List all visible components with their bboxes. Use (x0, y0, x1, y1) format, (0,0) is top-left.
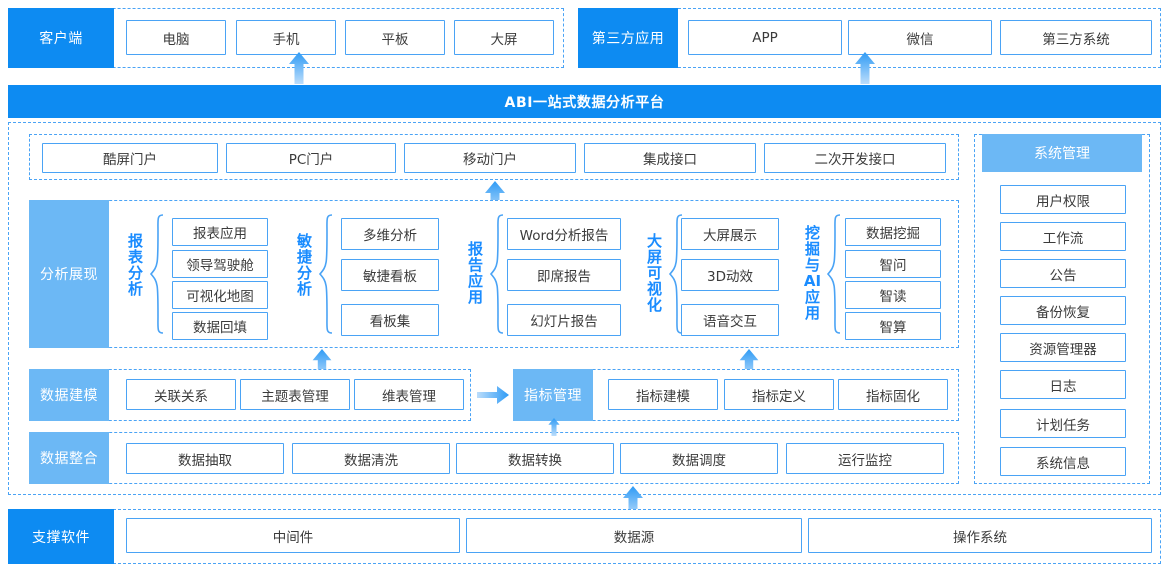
support-item-0[interactable]: 中间件 (126, 518, 460, 553)
metric-item-1[interactable]: 指标定义 (724, 379, 834, 410)
analysis-item-1-1[interactable]: 敏捷看板 (341, 259, 439, 291)
platform-title: ABI一站式数据分析平台 (8, 85, 1161, 118)
brace-0 (150, 214, 164, 334)
modeling-label: 数据建模 (29, 369, 109, 421)
analysis-group-caption-4: 挖掘与AI应用 (803, 224, 822, 322)
client-item-1[interactable]: 手机 (236, 20, 336, 55)
arrow-up-to-analysis-right (739, 349, 759, 379)
support-item-2[interactable]: 操作系统 (808, 518, 1152, 553)
portal-item-3[interactable]: 集成接口 (584, 143, 756, 173)
integration-item-3[interactable]: 数据调度 (620, 443, 778, 474)
arrow-up-to-third-party (855, 52, 875, 84)
client-label: 客户端 (8, 8, 114, 68)
analysis-item-0-2[interactable]: 可视化地图 (172, 281, 268, 309)
modeling-item-1[interactable]: 主题表管理 (240, 379, 350, 410)
analysis-item-0-1[interactable]: 领导驾驶舱 (172, 250, 268, 278)
analysis-item-0-0[interactable]: 报表应用 (172, 218, 268, 246)
system-item-3[interactable]: 备份恢复 (1000, 296, 1126, 325)
client-item-3[interactable]: 大屏 (454, 20, 554, 55)
arrow-up-to-client (289, 52, 309, 84)
analysis-item-2-0[interactable]: Word分析报告 (507, 218, 621, 250)
analysis-item-4-3[interactable]: 智算 (845, 312, 941, 340)
arrow-up-to-portal (485, 181, 505, 213)
analysis-item-2-2[interactable]: 幻灯片报告 (507, 304, 621, 336)
metric-item-2[interactable]: 指标固化 (838, 379, 948, 410)
integration-label: 数据整合 (29, 432, 109, 484)
third-party-item-1[interactable]: 微信 (848, 20, 992, 55)
analysis-item-3-0[interactable]: 大屏展示 (681, 218, 779, 250)
modeling-item-2[interactable]: 维表管理 (354, 379, 464, 410)
arrow-up-to-analysis-left (312, 349, 332, 379)
analysis-item-3-1[interactable]: 3D动效 (681, 259, 779, 291)
analysis-item-1-2[interactable]: 看板集 (341, 304, 439, 336)
system-panel-title: 系统管理 (982, 134, 1142, 172)
client-item-0[interactable]: 电脑 (126, 20, 226, 55)
system-item-0[interactable]: 用户权限 (1000, 185, 1126, 214)
brace-1 (319, 214, 333, 334)
system-item-4[interactable]: 资源管理器 (1000, 333, 1126, 362)
analysis-item-3-2[interactable]: 语音交互 (681, 304, 779, 336)
support-label: 支撑软件 (8, 509, 114, 564)
integration-item-2[interactable]: 数据转换 (456, 443, 614, 474)
integration-item-0[interactable]: 数据抽取 (126, 443, 284, 474)
arrow-up-to-integration (623, 486, 643, 518)
analysis-item-4-2[interactable]: 智读 (845, 281, 941, 309)
portal-item-0[interactable]: 酷屏门户 (42, 143, 218, 173)
analysis-group-caption-0: 报表分析 (127, 232, 143, 298)
integration-item-4[interactable]: 运行监控 (786, 443, 944, 474)
portal-item-1[interactable]: PC门户 (226, 143, 396, 173)
third-party-label: 第三方应用 (578, 8, 678, 68)
client-item-2[interactable]: 平板 (345, 20, 445, 55)
system-item-5[interactable]: 日志 (1000, 370, 1126, 399)
analysis-item-2-1[interactable]: 即席报告 (507, 259, 621, 291)
analysis-group-caption-2: 报告应用 (467, 240, 483, 306)
portal-item-2[interactable]: 移动门户 (404, 143, 576, 173)
system-item-7[interactable]: 系统信息 (1000, 447, 1126, 476)
analysis-item-0-3[interactable]: 数据回填 (172, 312, 268, 340)
modeling-item-0[interactable]: 关联关系 (126, 379, 236, 410)
system-item-6[interactable]: 计划任务 (1000, 409, 1126, 438)
third-party-item-0[interactable]: APP (688, 20, 842, 55)
analysis-item-4-0[interactable]: 数据挖掘 (845, 218, 941, 246)
analysis-group-caption-1: 敏捷分析 (296, 232, 312, 298)
analysis-item-1-0[interactable]: 多维分析 (341, 218, 439, 250)
arrow-right-to-metric (477, 386, 509, 404)
analysis-label: 分析展现 (29, 200, 109, 348)
metric-label: 指标管理 (513, 369, 593, 421)
brace-3 (669, 214, 683, 334)
brace-2 (490, 214, 504, 334)
metric-item-0[interactable]: 指标建模 (608, 379, 718, 410)
system-item-1[interactable]: 工作流 (1000, 222, 1126, 251)
arrow-up-to-metric (548, 418, 560, 436)
support-item-1[interactable]: 数据源 (466, 518, 802, 553)
brace-4 (827, 214, 841, 334)
analysis-group-caption-3: 大屏可视化 (646, 232, 662, 314)
third-party-item-2[interactable]: 第三方系统 (1000, 20, 1152, 55)
integration-item-1[interactable]: 数据清洗 (292, 443, 450, 474)
analysis-item-4-1[interactable]: 智问 (845, 250, 941, 278)
system-item-2[interactable]: 公告 (1000, 259, 1126, 288)
portal-item-4[interactable]: 二次开发接口 (764, 143, 946, 173)
